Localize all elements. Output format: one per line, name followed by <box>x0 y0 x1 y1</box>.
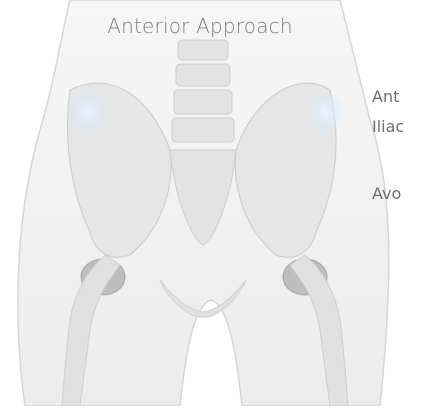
side-label-avoid: Avo <box>372 184 401 203</box>
side-label-iliac: Iliac <box>372 117 404 136</box>
page-title: Anterior Approach <box>0 14 400 38</box>
side-label-anterior: Ant <box>372 87 399 106</box>
